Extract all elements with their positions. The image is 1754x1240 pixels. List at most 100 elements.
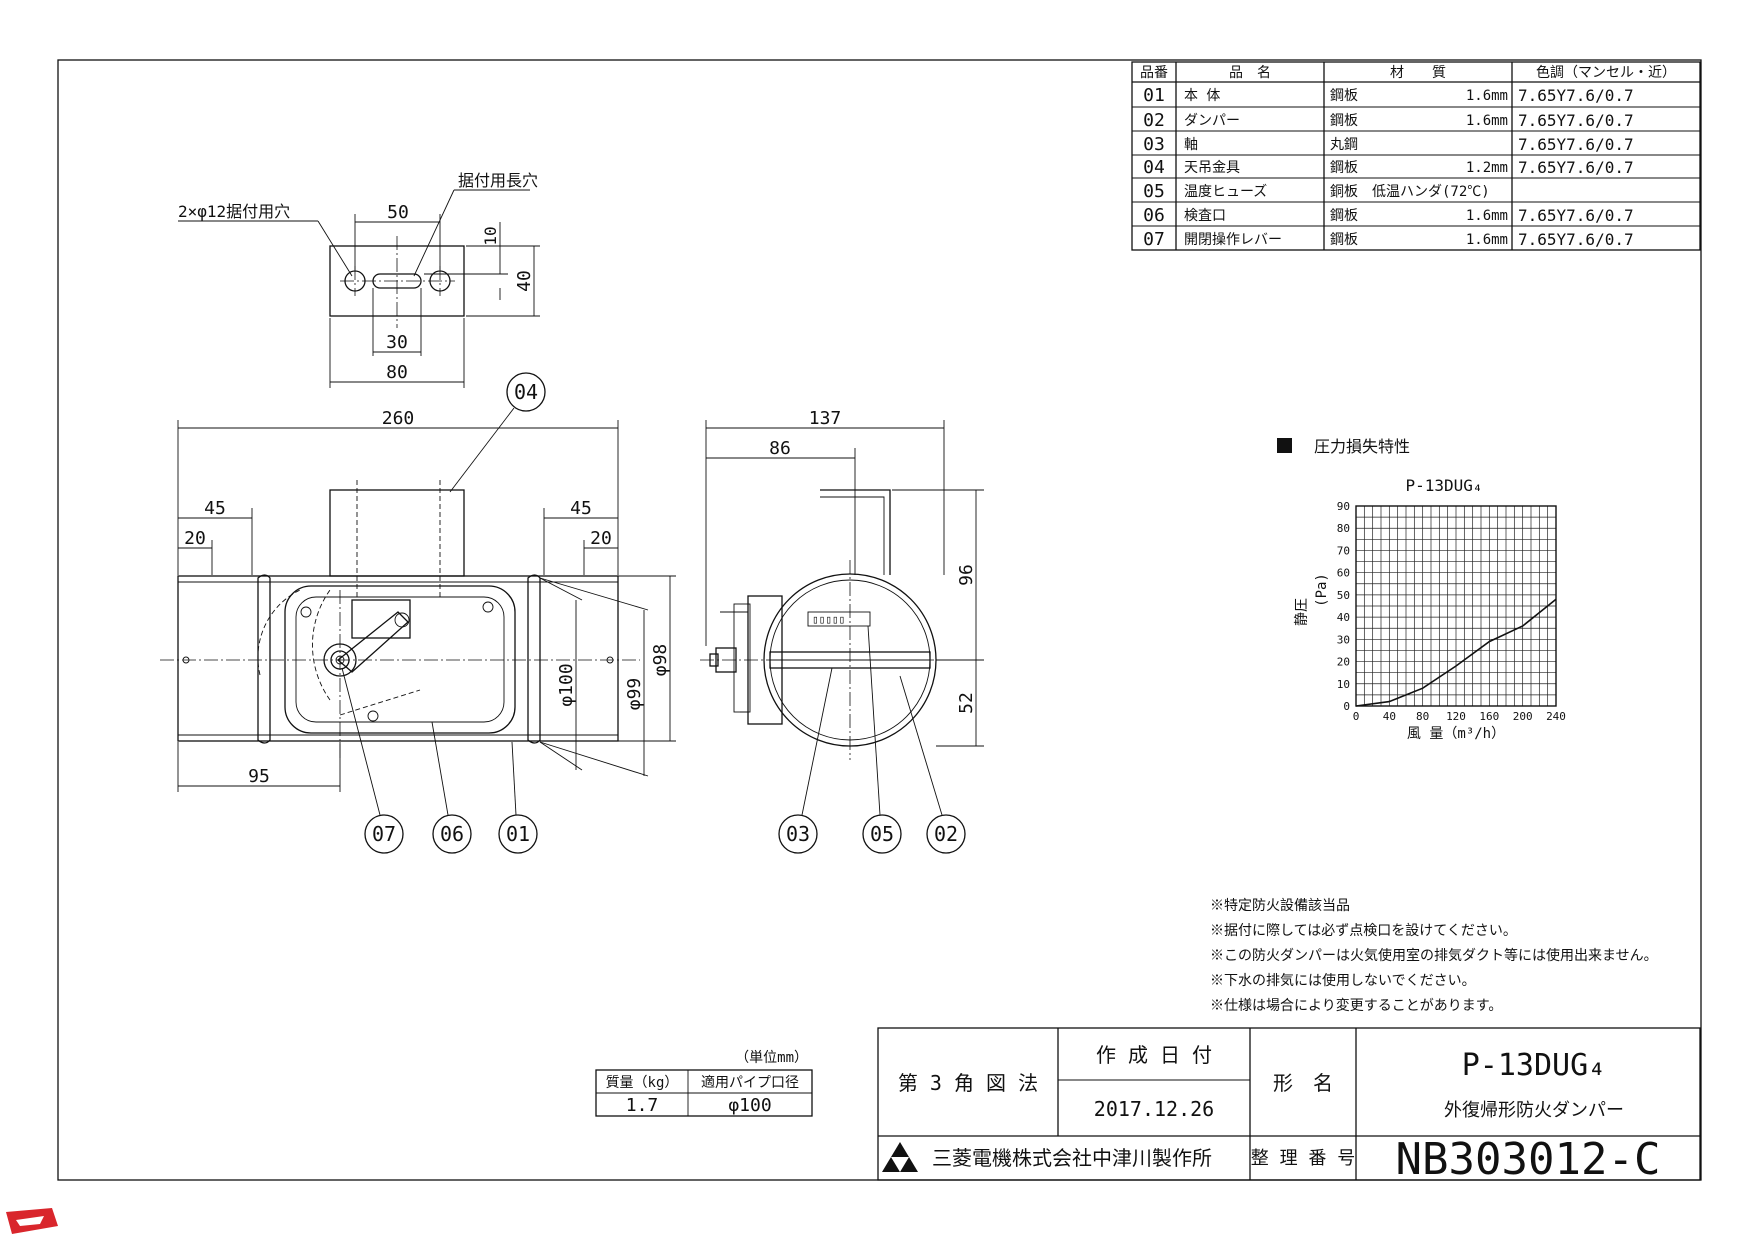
note-line: ※特定防火設備該当品 xyxy=(1210,898,1350,914)
callout-06: 06 xyxy=(431,721,472,854)
hole-label: 2×φ12据付用穴 xyxy=(178,202,290,221)
chart-y-tick-label: 50 xyxy=(1337,589,1350,602)
chart-y-tick-label: 80 xyxy=(1337,522,1350,535)
parts-row-name: 開閉操作レバー xyxy=(1184,232,1282,248)
parts-row-name: ダンパー xyxy=(1184,113,1240,129)
chart-ylabel-main: 静圧 xyxy=(1294,598,1310,626)
company-name: 三菱電機株式会社中津川製作所 xyxy=(932,1146,1212,1170)
chart-x-tick-label: 80 xyxy=(1416,710,1429,723)
callout-02-label: 02 xyxy=(934,822,958,846)
dim-80: 80 xyxy=(386,362,408,383)
dim-20-left: 20 xyxy=(184,528,206,549)
dim-50: 50 xyxy=(387,202,409,223)
chart-x-tick-label: 200 xyxy=(1513,710,1533,723)
parts-row-thickness: 1.6mm xyxy=(1466,88,1508,104)
note-line: ※この防火ダンパーは火気使用室の排気ダクト等には使用出来ません。 xyxy=(1210,947,1658,964)
callout-04: 04 xyxy=(449,372,546,493)
side-view: ▯▯▯▯▯ 137 86 96 52 03 05 xyxy=(700,408,984,854)
parts-row-material: 鋼板 xyxy=(1330,208,1358,224)
parts-row-no: 04 xyxy=(1143,157,1165,178)
chart-y-tick-label: 30 xyxy=(1337,633,1350,646)
chart-x-tick-label: 120 xyxy=(1446,710,1466,723)
parts-header-color: 色調（マンセル・近） xyxy=(1536,64,1676,81)
spec-pipe-value: φ100 xyxy=(728,1095,771,1116)
projection-label: 第 3 角 図 法 xyxy=(898,1071,1038,1095)
chart-x-tick-label: 0 xyxy=(1353,710,1360,723)
chart-series-line xyxy=(1355,598,1557,707)
parts-header-material: 材 質 xyxy=(1390,65,1446,81)
date-label: 作 成 日 付 xyxy=(1096,1043,1212,1067)
front-view: 260 45 20 45 20 95 φ98 φ99 φ100 04 xyxy=(160,372,676,854)
dim-phi99: φ99 xyxy=(624,678,645,711)
chart-x-tick-label: 40 xyxy=(1383,710,1396,723)
parts-row-color: 7.65Y7.6/0.7 xyxy=(1518,86,1634,105)
drawing-number: NB303012-C xyxy=(1396,1134,1661,1185)
dim-30: 30 xyxy=(386,332,408,353)
parts-row-material: 鋼板 xyxy=(1330,160,1358,176)
parts-row-thickness: 1.6mm xyxy=(1466,113,1508,129)
spec-header-pipe: 適用パイプ口径 xyxy=(701,1074,799,1091)
parts-row-name: 天吊金具 xyxy=(1184,160,1240,176)
parts-row-color: 7.65Y7.6/0.7 xyxy=(1518,206,1634,225)
title-block: 第 3 角 図 法 作 成 日 付 2017.12.26 形 名 P-13DUG… xyxy=(877,1027,1701,1185)
parts-row-no: 03 xyxy=(1143,134,1165,155)
spec-table: （単位mm） 質量（kg） 適用パイプ口径 1.7 φ100 xyxy=(595,1050,813,1117)
inspection-port xyxy=(284,585,516,734)
callout-01-label: 01 xyxy=(506,822,530,846)
parts-row: 04 天吊金具 鋼板 1.2mm 7.65Y7.6/0.7 xyxy=(1143,157,1633,178)
parts-row-color: 7.65Y7.6/0.7 xyxy=(1518,230,1634,249)
parts-row-no: 02 xyxy=(1143,110,1165,131)
parts-row-color: 7.65Y7.6/0.7 xyxy=(1518,135,1634,154)
chart-y-tick-label: 0 xyxy=(1343,700,1350,713)
chart-y-tick-label: 70 xyxy=(1337,544,1350,557)
dim-45-left: 45 xyxy=(204,498,226,519)
chart-y-tick-label: 20 xyxy=(1337,656,1350,669)
model-label: 形 名 xyxy=(1273,1071,1333,1095)
parts-row-material: 鋼板 xyxy=(1330,232,1358,248)
parts-row-material: 鋼板 xyxy=(1330,88,1358,104)
callout-03: 03 xyxy=(778,667,833,854)
callout-07-label: 07 xyxy=(372,822,396,846)
parts-header-no: 品番 xyxy=(1140,65,1168,81)
parts-row-no: 01 xyxy=(1143,85,1165,106)
dim-52: 52 xyxy=(956,692,977,714)
dim-260: 260 xyxy=(382,408,415,429)
parts-row-thickness: 1.2mm xyxy=(1466,160,1508,176)
note-line: ※下水の排気には使用しないでください。 xyxy=(1210,972,1476,989)
model-value: P-13DUG₄ xyxy=(1462,1048,1607,1083)
parts-row-no: 06 xyxy=(1143,205,1165,226)
parts-row-name: 軸 xyxy=(1184,137,1198,153)
callout-05: 05 xyxy=(862,625,902,854)
dim-phi100: φ100 xyxy=(556,663,577,706)
parts-row: 01 本 体 鋼板 1.6mm 7.65Y7.6/0.7 xyxy=(1143,85,1633,106)
dim-96: 96 xyxy=(956,564,977,586)
callout-07: 07 xyxy=(341,667,404,854)
section-marker xyxy=(1277,438,1292,453)
chart-y-tick-label: 10 xyxy=(1337,678,1350,691)
fuse-marking: ▯▯▯▯▯ xyxy=(812,613,845,626)
parts-row-name: 本 体 xyxy=(1184,88,1220,104)
notes-block: ※特定防火設備該当品 ※据付に際しては必ず点検口を設けてください。 ※この防火ダ… xyxy=(1210,898,1658,1014)
bracket-view: 50 30 80 40 10 2×φ12据付用穴 据付用長穴 xyxy=(178,171,540,388)
chart-frame xyxy=(1355,505,1557,707)
chart-ylabel-unit: (Pa) xyxy=(1314,573,1330,607)
parts-row: 02 ダンパー 鋼板 1.6mm 7.65Y7.6/0.7 xyxy=(1143,110,1633,131)
parts-header-name: 品 名 xyxy=(1229,65,1271,81)
spec-unit: （単位mm） xyxy=(735,1050,808,1066)
product-name: 外復帰形防火ダンパー xyxy=(1444,1100,1624,1121)
company-logo xyxy=(882,1142,918,1172)
callout-01: 01 xyxy=(498,741,538,854)
dim-45-right: 45 xyxy=(570,498,592,519)
parts-row-material: 銅板 低温ハンダ(72℃) xyxy=(1330,184,1490,200)
parts-row-material: 鋼板 xyxy=(1330,113,1358,129)
parts-row: 06 検査口 鋼板 1.6mm 7.65Y7.6/0.7 xyxy=(1143,205,1633,226)
chart-y-tick-label: 90 xyxy=(1337,500,1350,513)
parts-row: 05 温度ヒューズ 銅板 低温ハンダ(72℃) xyxy=(1143,181,1490,202)
parts-row-color: 7.65Y7.6/0.7 xyxy=(1518,111,1634,130)
parts-row: 07 開閉操作レバー 鋼板 1.6mm 7.65Y7.6/0.7 xyxy=(1143,229,1633,250)
parts-row-material: 丸鋼 xyxy=(1330,137,1358,153)
date-value: 2017.12.26 xyxy=(1094,1097,1214,1121)
chart-y-tick-label: 60 xyxy=(1337,567,1350,580)
parts-row-thickness: 1.6mm xyxy=(1466,208,1508,224)
spec-mass-value: 1.7 xyxy=(626,1095,659,1116)
